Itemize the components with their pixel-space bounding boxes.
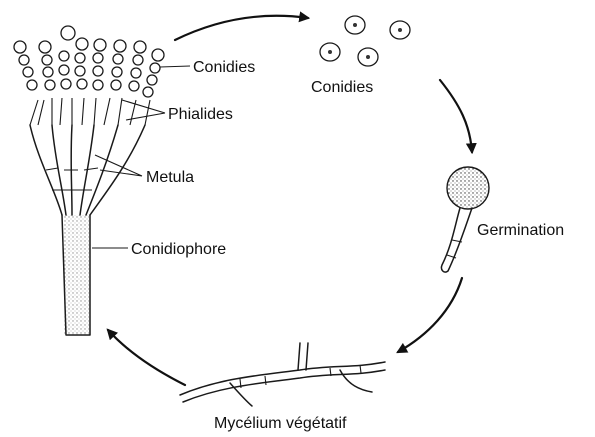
metula-branches [30,98,150,215]
label-phialides: Phialides [168,106,233,123]
cycle-arrows [108,16,472,385]
label-metula: Metula [146,169,194,186]
arrow-to-germination [440,80,472,152]
label-conidies-top: Conidies [311,79,373,96]
conidiophore-texture [64,215,89,335]
conidia-chains [14,26,164,97]
label-germination: Germination [477,222,564,239]
free-conidia [320,16,410,66]
arrow-to-conidiophore [108,330,185,385]
arrow-to-mycelium [398,278,462,352]
arrow-conidia-release [175,16,308,40]
vegetative-mycelium [180,343,385,406]
germinating-spore [441,167,489,272]
label-conidies-left: Conidies [193,59,255,76]
label-mycelium: Mycélium végétatif [214,415,347,432]
label-pointers [92,66,190,248]
label-conidiophore: Conidiophore [131,241,226,258]
